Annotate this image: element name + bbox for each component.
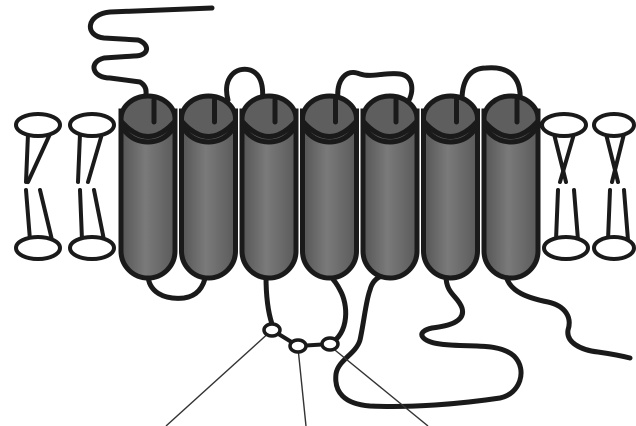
lipid-right-2 <box>594 114 634 259</box>
helix-5 <box>363 96 417 278</box>
lipid-left-1 <box>16 114 60 259</box>
helix-3 <box>242 96 296 278</box>
pointer-line-left <box>166 330 272 426</box>
lipid-head-bottom <box>70 237 114 259</box>
lipid-head-bottom <box>16 237 60 259</box>
modification-site-3 <box>322 338 338 350</box>
pointer-line-right <box>330 346 428 426</box>
pointer-line-middle <box>298 348 306 426</box>
lipid-head-bottom <box>544 237 588 259</box>
intracellular-loop-5 <box>336 276 521 407</box>
helix-2 <box>182 96 236 278</box>
helix-4 <box>303 96 357 278</box>
lipid-head-bottom <box>594 237 634 259</box>
lipid-left-2 <box>70 114 114 259</box>
lipid-head-top <box>594 114 634 136</box>
helix-1 <box>121 96 175 278</box>
intracellular-loop-3 <box>266 276 272 324</box>
lipid-head-top <box>542 114 586 136</box>
intracellular-loop-3-return <box>330 276 346 344</box>
modification-site-2 <box>290 340 306 352</box>
n-terminus-tail <box>90 8 212 104</box>
lipid-head-top <box>16 114 60 136</box>
lipid-head-top <box>70 114 114 136</box>
transmembrane-helices <box>121 96 538 278</box>
helix-7 <box>484 96 538 278</box>
modification-site-1 <box>264 324 280 336</box>
lipid-right-1 <box>542 114 588 259</box>
c-terminus-tail <box>506 276 630 358</box>
helix-6 <box>424 96 478 278</box>
